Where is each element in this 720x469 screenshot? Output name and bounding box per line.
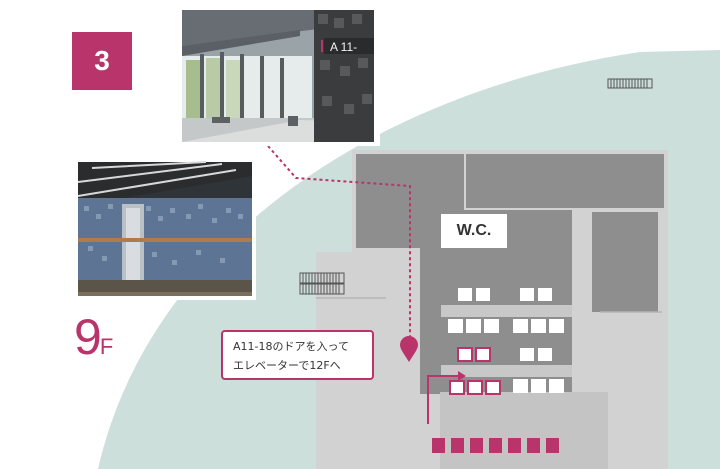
desk [484,319,499,333]
desk [531,379,546,393]
elevator [432,438,445,453]
desk [476,288,490,301]
restroom-label: W.C. [441,214,507,248]
desk [520,348,534,361]
route-arrow-icon [427,371,466,424]
desk [448,319,463,333]
photo-sign-text: A 11- [330,40,357,54]
lower-hall [440,392,608,469]
elevator [470,438,483,453]
direction-callout: A11-18のドアを入って エレベーターで12Fへ [221,330,374,380]
desk [549,319,564,333]
desk [513,379,528,393]
location-pin-icon [400,336,418,362]
desk [513,319,528,333]
elevator [527,438,540,453]
building-block-top-right [466,154,664,208]
photo-mosaic-wall [74,158,256,300]
floor-number: 9 [74,309,102,365]
corridor-band-1 [441,305,572,317]
vent-grille-icon [299,283,345,295]
direction-note-line-1: A11-18のドアを入って [233,340,349,353]
building-block-right [592,212,658,312]
desk [520,288,534,301]
highlighted-desk [457,347,473,362]
elevator [451,438,464,453]
desk [538,288,552,301]
highlighted-desk-group [449,347,501,395]
desk [531,319,546,333]
vent-grille-icon [607,78,653,89]
elevator [508,438,521,453]
floor-label: 9F [74,312,113,362]
elevator-bank [432,438,559,453]
highlighted-desk [475,347,491,362]
highlighted-desk [485,380,501,395]
direction-note-line-2: エレベーターで12Fへ [233,359,341,372]
floor-suffix: F [99,334,114,359]
elevator [489,438,502,453]
vent-grille-icon [299,272,345,284]
highlighted-desk [467,380,483,395]
step-number-badge: 3 [72,32,132,90]
corridor-band-2 [441,365,572,377]
elevator [546,438,559,453]
desk [466,319,481,333]
desk [538,348,552,361]
photo-glass-corridor: A 11- [176,8,380,146]
highlighted-desk [449,380,465,395]
desk [549,379,564,393]
desk-group [448,288,564,393]
desk [458,288,472,301]
